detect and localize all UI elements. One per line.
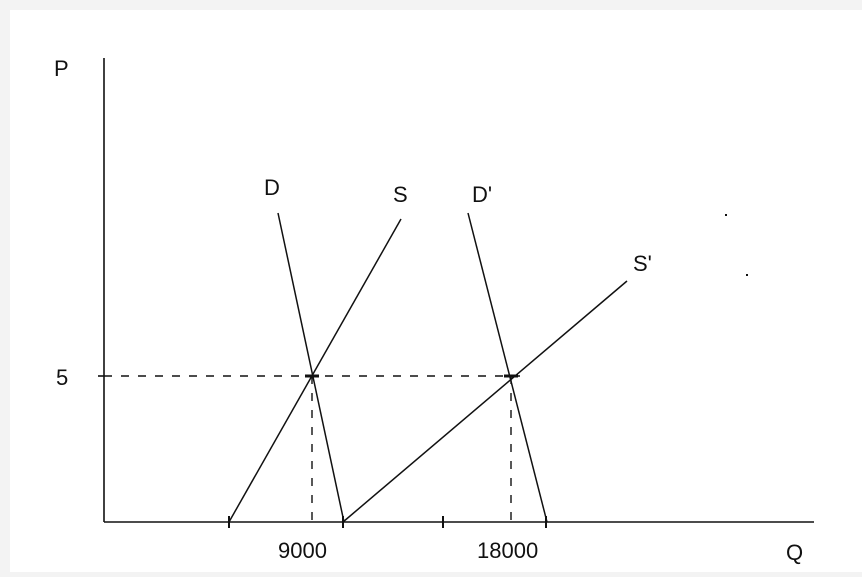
demand-curve: [277, 212, 345, 523]
price-5-label: 5: [56, 365, 68, 390]
supply-curve-label: S: [393, 182, 408, 207]
quantity-18000-label: 18000: [477, 538, 538, 563]
supply-shifted-curve: [342, 280, 628, 523]
quantity-axis-label: Q: [786, 540, 803, 565]
demand-shifted-curve: [467, 212, 548, 523]
demand-curve-label: D: [264, 175, 280, 200]
supply-curve: [228, 218, 402, 523]
plot-background: [10, 10, 862, 572]
price-axis-label: P: [54, 56, 69, 81]
supply-shifted-curve-label: S': [633, 251, 652, 276]
stray-dot: [746, 274, 748, 276]
demand-shifted-curve-label: D': [472, 182, 492, 207]
quantity-9000-label: 9000: [278, 538, 327, 563]
stray-dot: [725, 214, 727, 216]
